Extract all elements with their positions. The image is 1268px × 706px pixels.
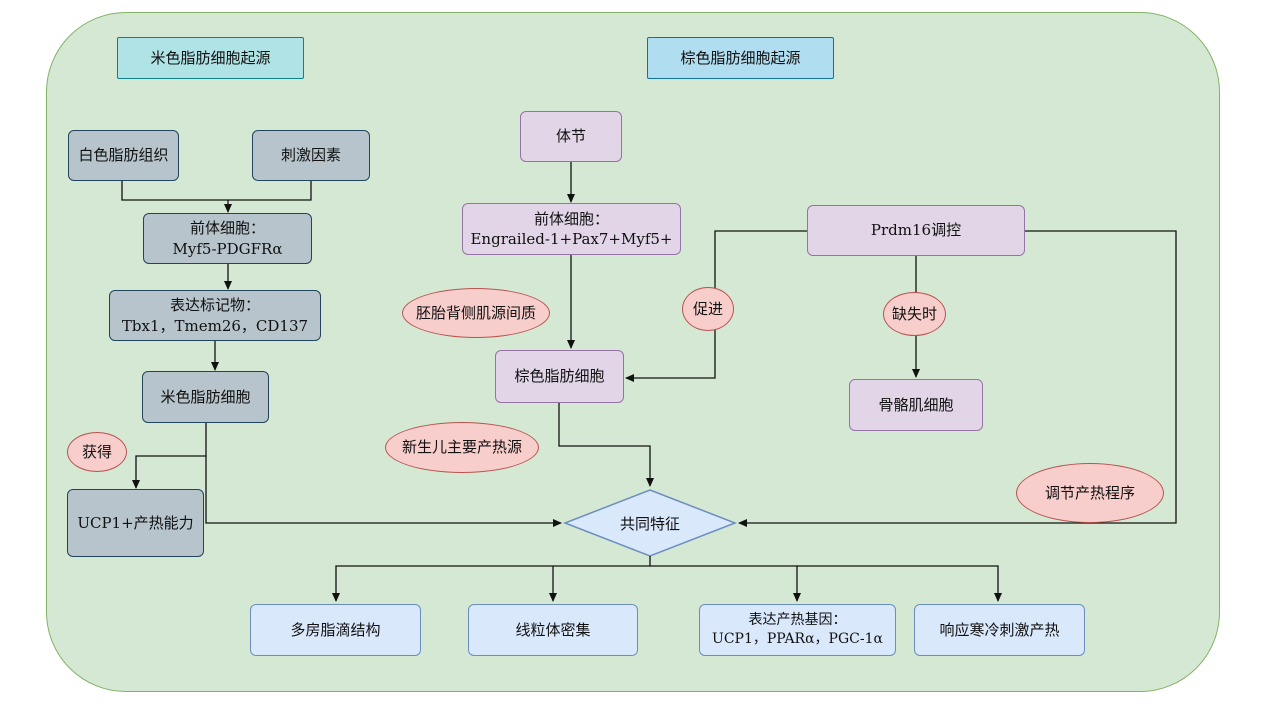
somite-box: 体节 bbox=[520, 111, 622, 162]
newborn-heat-source-label: 新生儿主要产热源 bbox=[385, 422, 539, 473]
regulate-thermogenesis-label: 调节产热程序 bbox=[1016, 463, 1164, 523]
skeletal-muscle-box: 骨骼肌细胞 bbox=[849, 379, 983, 431]
arrow-prdm16-to-common bbox=[738, 230, 1177, 527]
multilocular-box: 多房脂滴结构 bbox=[250, 604, 421, 656]
absent-label: 缺失时 bbox=[883, 292, 946, 336]
acquire-label: 获得 bbox=[67, 432, 127, 472]
markers-box: 表达标记物： Tbx1，Tmem26，CD137 bbox=[109, 290, 321, 341]
arrow-stimulus-to-precursor bbox=[228, 181, 312, 201]
brown-origin-header: 棕色脂肪细胞起源 bbox=[647, 37, 834, 79]
beige-origin-header: 米色脂肪细胞起源 bbox=[117, 37, 304, 79]
beige-precursor-box: 前体细胞： Myf5-PDGFRα bbox=[143, 213, 312, 264]
brown-precursor-box: 前体细胞： Engrailed-1+Pax7+Myf5+ bbox=[462, 203, 681, 255]
mesenchyme-label: 胚胎背侧肌源间质 bbox=[402, 288, 550, 338]
arrow-common-to-cold bbox=[797, 565, 1002, 602]
white-adipose-tissue-box: 白色脂肪组织 bbox=[68, 130, 179, 181]
ucp1-thermogenesis-box: UCP1+产热能力 bbox=[67, 489, 204, 557]
prdm16-regulation-box: Prdm16调控 bbox=[807, 205, 1025, 256]
background-panel bbox=[46, 12, 1220, 692]
arrow-common-to-genes bbox=[650, 565, 801, 602]
mitochondria-box: 线粒体密集 bbox=[468, 604, 638, 656]
beige-adipocyte-box: 米色脂肪细胞 bbox=[142, 371, 269, 423]
common-features-label: 共同特征 bbox=[619, 514, 680, 533]
promote-label: 促进 bbox=[682, 287, 734, 331]
stimulus-factors-box: 刺激因素 bbox=[252, 130, 370, 181]
arrow-common-branch bbox=[332, 556, 651, 602]
cold-response-box: 响应寒冷刺激产热 bbox=[914, 604, 1085, 656]
thermogenic-genes-box: 表达产热基因： UCP1，PPARα，PGC-1α bbox=[699, 604, 896, 656]
arrow-white-to-precursor bbox=[121, 181, 232, 213]
arrow-beige-to-ucp1 bbox=[132, 423, 207, 489]
arrow-brown-to-common bbox=[558, 402, 654, 487]
arrow-beige-to-common bbox=[205, 456, 562, 527]
brown-adipocyte-box: 棕色脂肪细胞 bbox=[495, 350, 624, 403]
